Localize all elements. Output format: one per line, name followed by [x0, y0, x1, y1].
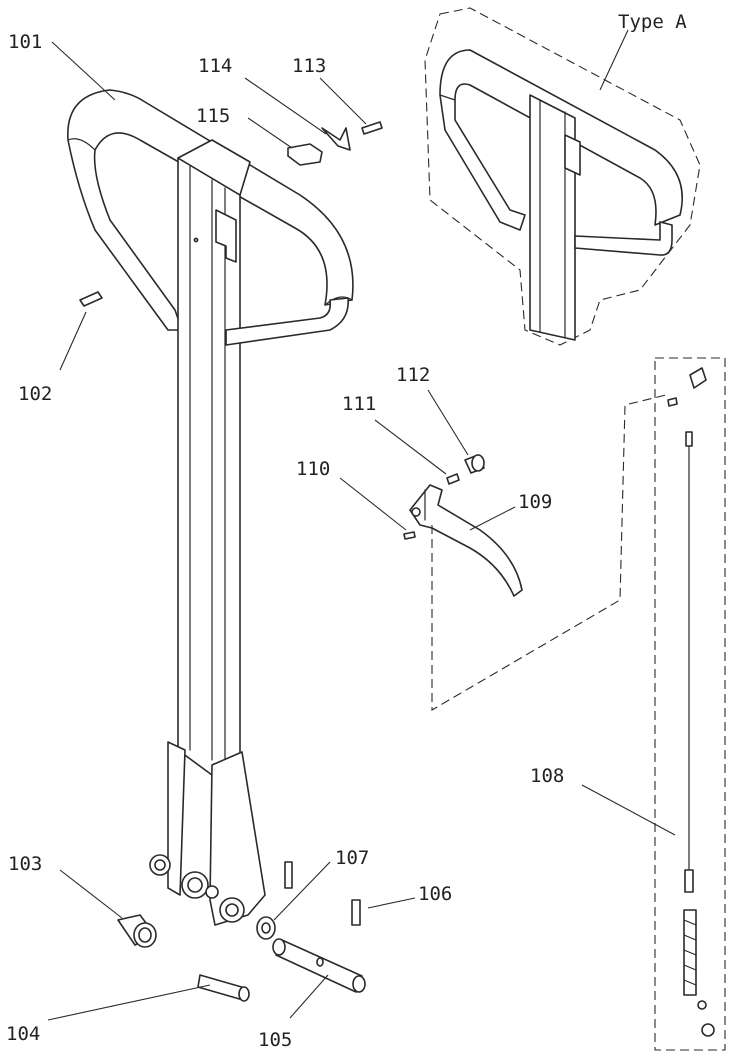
part-105-axle	[272, 938, 366, 993]
label-104: 104	[6, 1023, 40, 1045]
bottom-bracket	[149, 741, 266, 926]
part-107-washer	[256, 916, 276, 940]
callout-103: 103	[8, 853, 123, 919]
label-105: 105	[258, 1029, 292, 1051]
label-109: 109	[518, 491, 552, 513]
label-108: 108	[530, 765, 564, 787]
type-a-label: Type A	[618, 11, 687, 33]
label-114: 114	[198, 55, 232, 77]
callout-115: 115	[196, 105, 293, 149]
label-110: 110	[296, 458, 330, 480]
callout-110: 110	[296, 458, 407, 531]
callout-111: 111	[342, 393, 447, 475]
part-108-push-rod-assembly	[654, 357, 726, 1051]
callout-114: 114	[198, 55, 327, 135]
callout-102: 102	[18, 311, 87, 405]
part-111-pin	[446, 473, 460, 485]
type-a-inset: Type A	[424, 7, 701, 346]
callout-101: 101	[8, 31, 116, 101]
part-115-latch	[287, 143, 323, 166]
part-101-handle	[67, 89, 354, 776]
label-103: 103	[8, 853, 42, 875]
type-a-label-group: Type A	[599, 11, 687, 91]
callout-113: 113	[292, 55, 367, 125]
label-113: 113	[292, 55, 326, 77]
part-113-pin	[361, 121, 383, 135]
label-115: 115	[196, 105, 230, 127]
label-112: 112	[396, 364, 430, 386]
assembly-connection-line	[431, 394, 667, 711]
callout-104: 104	[6, 984, 211, 1045]
callout-109: 109	[469, 491, 552, 531]
part-104-axle	[197, 974, 250, 1002]
part-106-pin	[351, 899, 361, 926]
callout-108: 108	[530, 765, 676, 836]
pin-upper	[284, 861, 293, 889]
label-111: 111	[342, 393, 376, 415]
part-112-roller	[464, 454, 485, 474]
label-107: 107	[335, 847, 369, 869]
label-106: 106	[418, 883, 452, 905]
callout-105: 105	[258, 974, 329, 1051]
label-102: 102	[18, 383, 52, 405]
part-114-spring-clip	[321, 127, 351, 151]
part-109-lever	[409, 484, 523, 597]
callout-106: 106	[367, 883, 452, 909]
label-101: 101	[8, 31, 42, 53]
callout-107: 107	[273, 847, 369, 921]
part-102-pin	[79, 291, 103, 307]
part-103-bushing	[117, 914, 157, 948]
callout-112: 112	[396, 364, 469, 456]
part-110-pin	[403, 531, 416, 540]
